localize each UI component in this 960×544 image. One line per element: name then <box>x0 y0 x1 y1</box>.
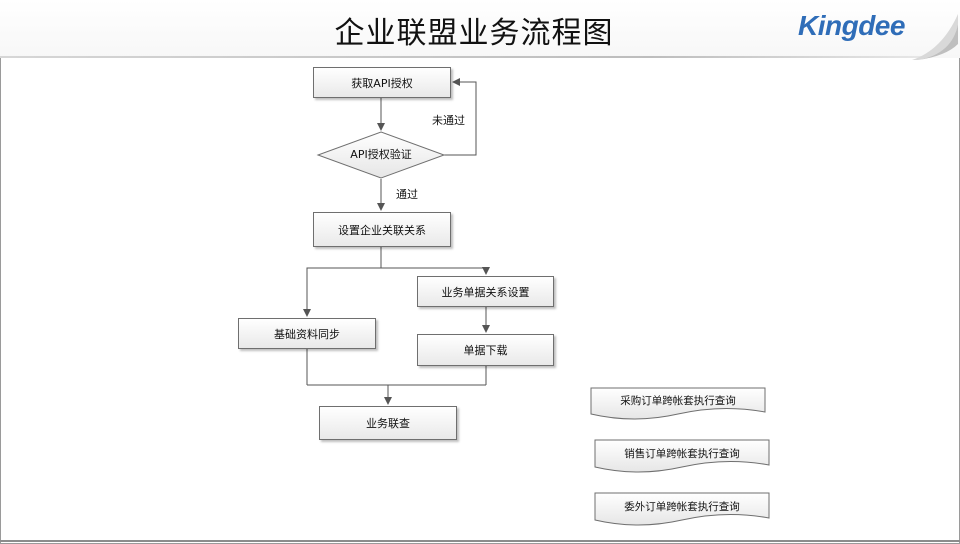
brand-logo: Kingdee <box>798 10 905 41</box>
base-sync-node: 基础资料同步 <box>238 318 376 349</box>
report-purchase-label: 采购订单跨帐套执行查询 <box>620 395 736 407</box>
header-band <box>0 0 960 58</box>
pass-edge-label: 通过 <box>396 188 418 201</box>
doc-relation-node: 业务单据关系设置 <box>417 276 554 307</box>
node-label: 获取API授权 <box>351 76 413 90</box>
node-label: 设置企业关联关系 <box>338 223 426 237</box>
node-label: 基础资料同步 <box>274 327 340 341</box>
page-title: 企业联盟业务流程图 <box>334 16 614 51</box>
report-doc-shape <box>590 387 766 420</box>
decision-diamond <box>316 131 446 179</box>
page-curl-icon <box>912 14 958 60</box>
node-label: 业务单据关系设置 <box>441 285 530 299</box>
report-doc-shape <box>594 492 770 526</box>
report-sales-label: 销售订单跨帐套执行查询 <box>624 448 740 460</box>
doc-download-node: 单据下载 <box>417 334 554 366</box>
report-doc-shape <box>594 439 770 473</box>
joint-query-node: 业务联查 <box>319 406 457 440</box>
node-label: 单据下载 <box>463 344 508 357</box>
report-outsource-label: 委外订单跨帐套执行查询 <box>624 501 740 513</box>
header-rule <box>0 56 930 58</box>
node-label: 业务联查 <box>366 417 410 430</box>
bottom-rule <box>0 540 960 542</box>
get-api-auth-node: 获取API授权 <box>313 67 451 98</box>
verify-auth-label: API授权验证 <box>350 148 412 161</box>
fail-edge-label: 未通过 <box>432 114 465 127</box>
set-relation-node: 设置企业关联关系 <box>313 212 451 247</box>
